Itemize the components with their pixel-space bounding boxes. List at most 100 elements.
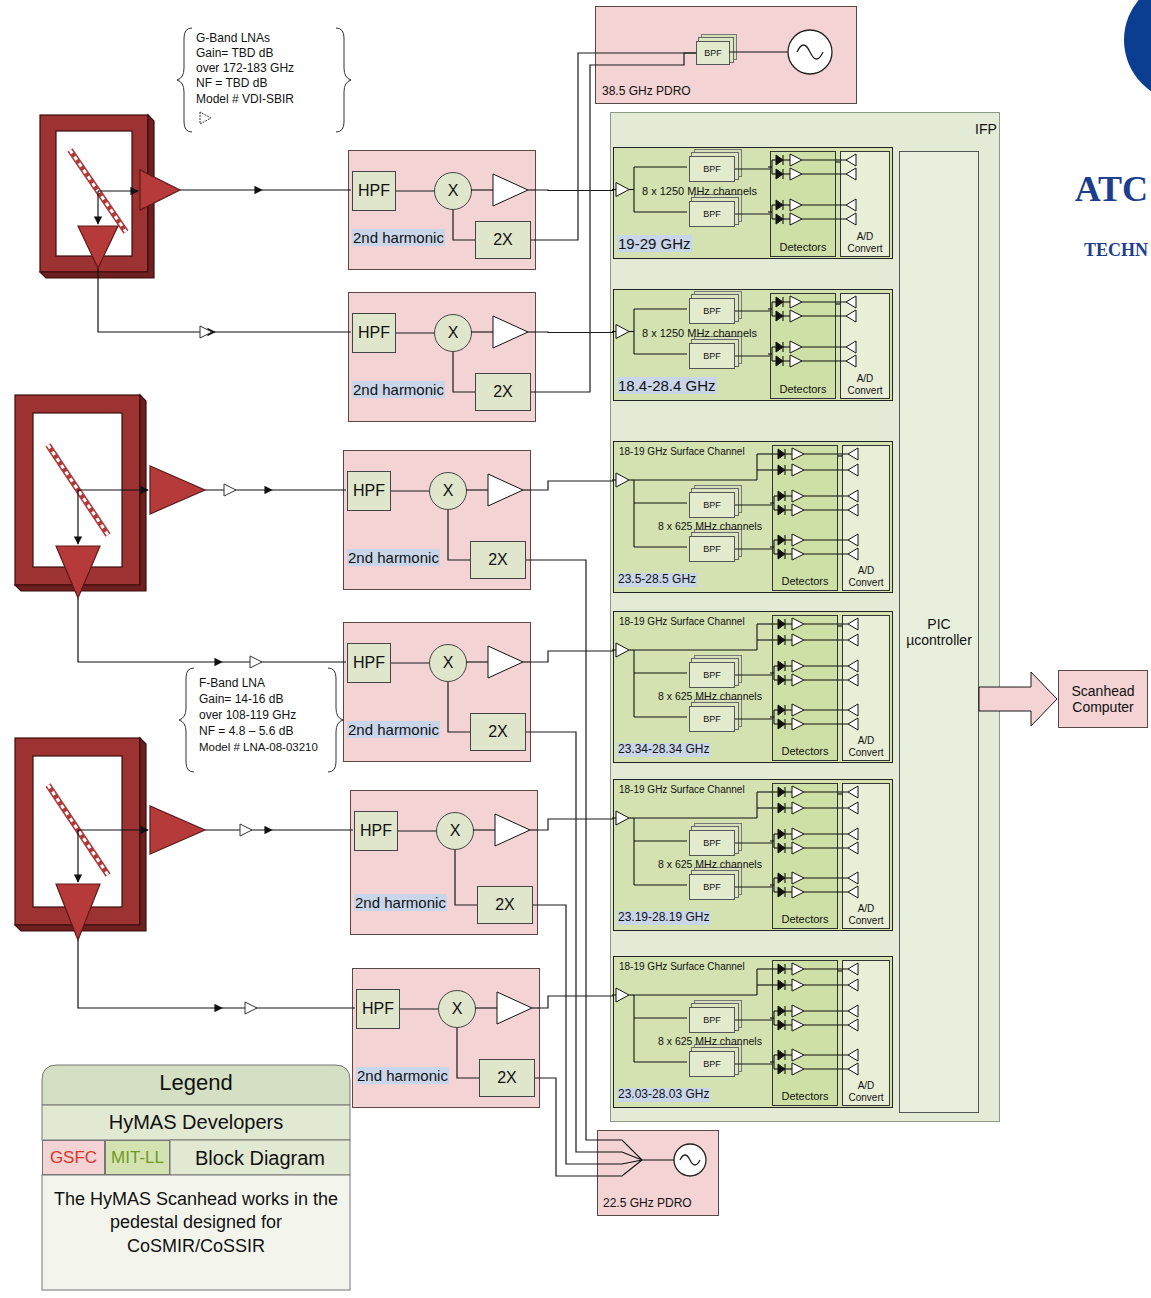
adc-symbol: [846, 168, 856, 180]
amplifier-symbol: [616, 325, 629, 339]
node-label: 23.5-28.5 GHz: [617, 573, 697, 587]
node-label: A/D Convert: [845, 903, 887, 926]
node-label: A/D Convert: [843, 231, 887, 254]
signal-wire: [634, 884, 687, 885]
signal-wire: [785, 665, 792, 666]
node-label: BPF: [703, 714, 721, 724]
signal-wire: [523, 489, 531, 490]
amplifier-symbol: [792, 1063, 804, 1075]
adc-box: A/D Convert: [842, 783, 890, 929]
logo-text: ATC: [1040, 168, 1148, 211]
callout-text: Gain= TBD dB: [196, 46, 273, 60]
adc-symbol: [848, 660, 858, 672]
adc-symbol: [846, 310, 856, 322]
signal-wire: [272, 829, 353, 830]
amplifier-symbol: [790, 296, 802, 308]
diode-symbol: [776, 356, 783, 366]
signal-wire: [770, 884, 774, 885]
diode-symbol: [778, 661, 785, 671]
signal-wire: [98, 190, 138, 191]
signal-wire: [634, 817, 757, 818]
amplifier-symbol: [493, 174, 528, 206]
signal-line: [391, 490, 429, 491]
signal-wire: [785, 469, 792, 470]
signal-wire: [774, 833, 778, 834]
signal-line: [735, 842, 772, 843]
small-amplifier: [200, 326, 212, 338]
adc-symbol: [848, 718, 858, 730]
signal-wire: [804, 1068, 848, 1069]
node-label: 2nd harmonic: [356, 1067, 449, 1084]
signal-wire: [783, 360, 790, 361]
lna-amplifier: [56, 884, 100, 940]
node-label: 2X: [493, 231, 513, 249]
signal-wire: [757, 968, 778, 969]
signal-wire: [772, 315, 776, 316]
mixer-circle: X: [429, 472, 467, 510]
diode-symbol: [778, 675, 785, 685]
adc-symbol: [848, 802, 858, 814]
node-label: 18-19 GHz Surface Channel: [619, 616, 745, 628]
legend-frame: [42, 1105, 350, 1140]
small-amplifier: [200, 326, 262, 1014]
amplifier-symbol: [790, 341, 802, 353]
signal-wire: [78, 829, 148, 830]
signal-wire: [804, 968, 848, 969]
signal-wire: [471, 331, 493, 332]
signal-wire: [773, 496, 774, 510]
node-label: 8 x 1250 MHz channels: [642, 185, 757, 198]
legend-swatch: MIT-LL: [105, 1140, 170, 1175]
signal-line: [735, 1019, 772, 1020]
signal-wire: [785, 723, 792, 724]
signal-wire: [756, 624, 757, 650]
amplifier-symbol: [616, 988, 629, 1002]
signal-wire: [729, 51, 788, 52]
signal-wire: [802, 159, 846, 160]
amplifier-symbol: [792, 842, 804, 854]
signal-line: [735, 213, 770, 214]
signal-wire: [804, 495, 848, 496]
diode-symbol: [776, 311, 783, 321]
callout-text: F-Band LNA: [199, 676, 265, 690]
signal-wire: [804, 984, 848, 985]
adc-symbol: [848, 886, 858, 898]
signal-line: [735, 548, 772, 549]
adc-box: A/D Convert: [842, 960, 890, 1106]
signal-wire: [774, 1068, 778, 1069]
adc-symbol: [848, 448, 858, 460]
signal-wire: [802, 360, 846, 361]
mixer-circle: X: [434, 172, 472, 210]
node-label: HPF: [353, 482, 385, 500]
signal-wire: [774, 665, 778, 666]
signal-line: [453, 352, 475, 392]
signal-wire: [785, 968, 792, 969]
diode-symbol: [776, 297, 783, 307]
signal-wire: [629, 189, 634, 190]
receiver-box: 2nd harmonicHPFX2X: [348, 150, 536, 270]
receiver-box: 2nd harmonicHPFX2X: [352, 968, 540, 1108]
node-label: BPF: [703, 306, 721, 316]
adc-symbol: [848, 828, 858, 840]
doubler-box: 2X: [475, 221, 531, 259]
signal-wire: [612, 331, 616, 332]
signal-line: [838, 455, 842, 456]
signal-wire: [804, 709, 848, 710]
receiver-box: 2nd harmonicHPFX2X: [343, 450, 531, 590]
amplifier-symbol: [792, 448, 804, 460]
mixer-circle: X: [438, 990, 476, 1028]
signal-wire: [633, 480, 634, 547]
legend-label: MIT-LL: [111, 1148, 164, 1168]
signal-line: [735, 504, 772, 505]
lna-amplifier: [150, 466, 205, 514]
signal-wire: [785, 453, 792, 454]
node-label: 23.34-28.34 GHz: [617, 743, 710, 757]
signal-wire: [771, 347, 772, 361]
adc-symbol: [848, 1019, 858, 1031]
amplifier-symbol: [495, 814, 530, 846]
node-label: BPF: [704, 48, 722, 58]
mixer-circle: X: [436, 812, 474, 850]
callout-brace: [200, 112, 211, 124]
signal-wire: [756, 454, 757, 480]
doubler-box: 2X: [479, 1059, 535, 1097]
signal-line: [531, 481, 613, 490]
